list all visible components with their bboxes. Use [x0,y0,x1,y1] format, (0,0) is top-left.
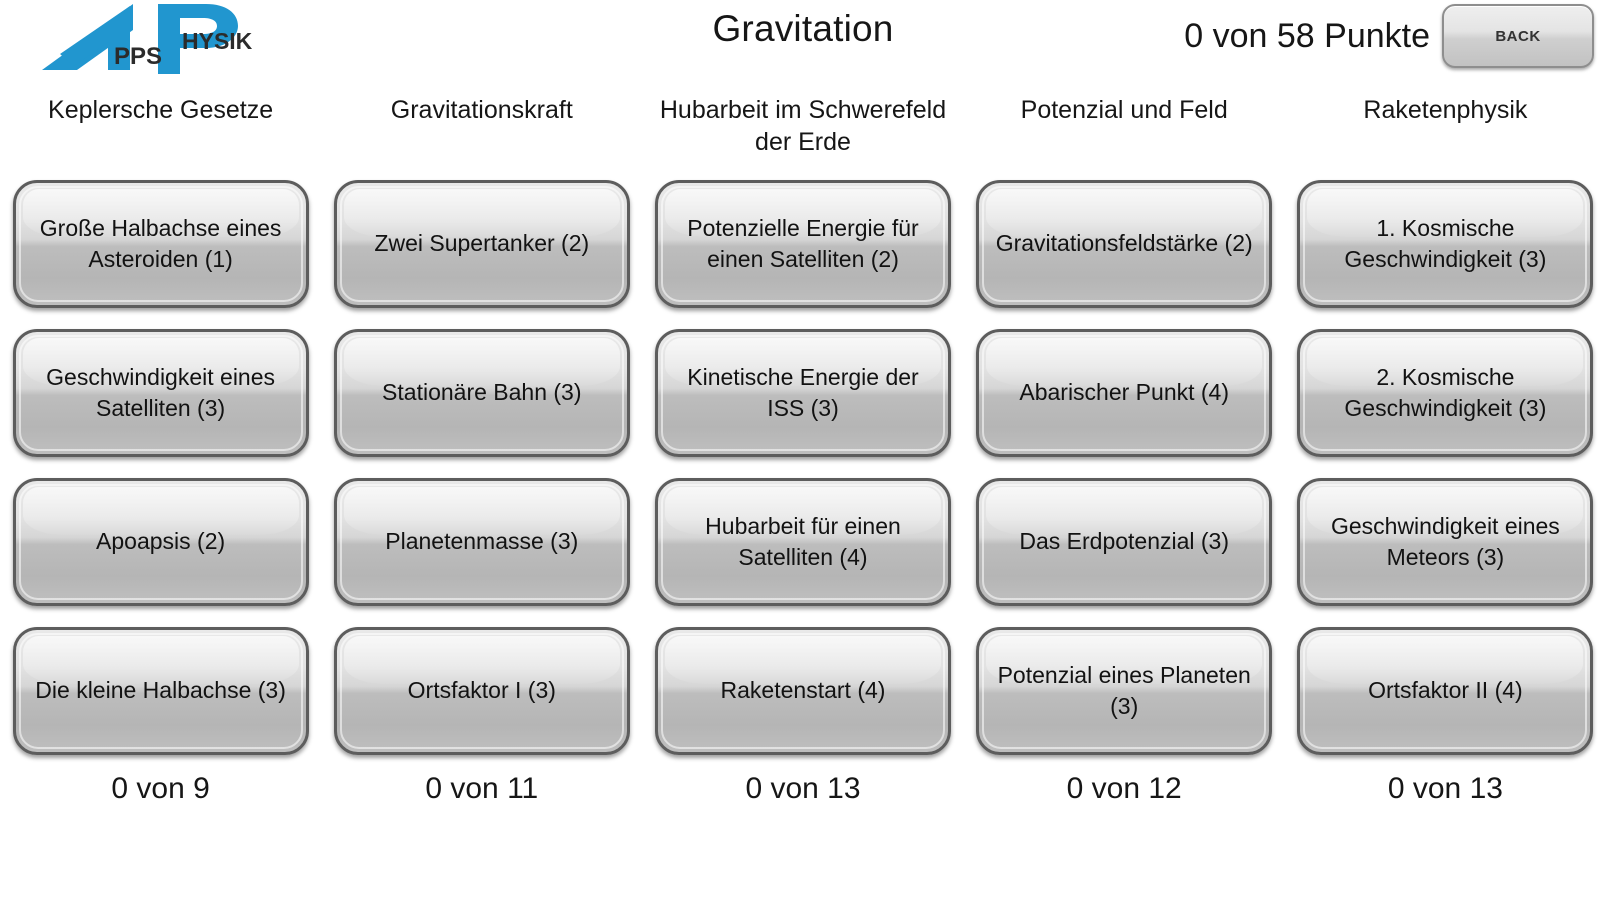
score-area: 0 von 58 Punkte BACK [1184,4,1594,68]
column-header: Potenzial und Feld [1020,96,1228,124]
topic-button[interactable]: Die kleine Halbachse (3) [12,627,309,755]
topic-label: Stationäre Bahn (3) [382,379,582,406]
topic-label: Geschwindigkeit eines Satelliten (3) [46,363,276,421]
topic-label: Potenzielle Energie für einen Satelliten… [687,214,919,272]
column-hubarbeit-im-schwerefeld-der-erde: Hubarbeit im Schwerefeld der Erde Potenz… [642,78,963,806]
topic-button[interactable]: Geschwindigkeit eines Satelliten (3) [12,329,309,457]
back-button[interactable]: BACK [1442,4,1594,68]
column-header: Raketenphysik [1363,96,1528,124]
topic-button[interactable]: Zwei Supertanker (2) [333,180,630,308]
column-header: Keplersche Gesetze [48,96,274,124]
topic-label: Geschwindigkeit eines Meteors (3) [1330,512,1560,570]
points-status: 0 von 58 Punkte [1184,16,1430,55]
topic-label: 2. Kosmische Geschwindigkeit (3) [1344,363,1547,421]
column-potenzial-und-feld: Potenzial und Feld Gravitationsfeldstärk… [964,78,1285,806]
topic-button[interactable]: Große Halbachse eines Asteroiden (1) [12,180,309,308]
topic-button[interactable]: Planetenmasse (3) [333,478,630,606]
topic-button[interactable]: Kinetische Energie der ISS (3) [654,329,951,457]
topic-label: Kinetische Energie der ISS (3) [687,363,919,421]
column-header: Gravitationskraft [390,96,573,124]
topic-label: Gravitationsfeldstärke (2) [995,230,1253,257]
topic-list: Potenzielle Energie für einen Satelliten… [642,162,963,755]
topic-grid: Keplersche Gesetze Große Halbachse eines… [0,78,1606,806]
column-keplersche-gesetze: Keplersche Gesetze Große Halbachse eines… [0,78,321,806]
topic-label: Die kleine Halbachse (3) [35,677,286,704]
topic-label: Zwei Supertanker (2) [374,230,590,257]
topic-list: 1. Kosmische Geschwindigkeit (3) 2. Kosm… [1285,162,1606,755]
topic-button[interactable]: Raketenstart (4) [654,627,951,755]
column-header: Hubarbeit im Schwerefeld der Erde [659,96,947,156]
topic-button[interactable]: Potenzielle Energie für einen Satelliten… [654,180,951,308]
column-score: 0 von 13 [1387,772,1503,805]
topic-button[interactable]: Stationäre Bahn (3) [333,329,630,457]
topic-label: Ortsfaktor I (3) [407,677,556,704]
topic-label: Hubarbeit für einen Satelliten (4) [705,512,901,570]
topic-label: Potenzial eines Planeten (3) [997,661,1251,719]
topic-label: Ortsfaktor II (4) [1368,677,1523,704]
topic-label: Raketenstart (4) [720,677,886,704]
column-raketenphysik: Raketenphysik 1. Kosmische Geschwindigke… [1285,78,1606,806]
topic-button[interactable]: Gravitationsfeldstärke (2) [976,180,1273,308]
topic-label: Apoapsis (2) [96,528,226,555]
column-gravitationskraft: Gravitationskraft Zwei Supertanker (2) S… [321,78,642,806]
topic-label: Abarischer Punkt (4) [1019,379,1229,406]
column-score: 0 von 12 [1066,772,1182,805]
topic-button[interactable]: Potenzial eines Planeten (3) [976,627,1273,755]
topic-button[interactable]: 1. Kosmische Geschwindigkeit (3) [1297,180,1594,308]
topic-label: Planetenmasse (3) [385,528,579,555]
app-header: PPS HYSIK Gravitation 0 von 58 Punkte BA… [0,0,1606,78]
back-button-label: BACK [1495,27,1541,45]
column-score: 0 von 9 [111,772,210,805]
topic-button[interactable]: Abarischer Punkt (4) [976,329,1273,457]
topic-button[interactable]: 2. Kosmische Geschwindigkeit (3) [1297,329,1594,457]
topic-button[interactable]: Hubarbeit für einen Satelliten (4) [654,478,951,606]
topic-label: Das Erdpotenzial (3) [1019,528,1230,555]
topic-button[interactable]: Das Erdpotenzial (3) [976,478,1273,606]
topic-label: Große Halbachse eines Asteroiden (1) [39,214,282,272]
topic-button[interactable]: Ortsfaktor I (3) [333,627,630,755]
column-score: 0 von 13 [745,772,861,805]
topic-list: Gravitationsfeldstärke (2) Abarischer Pu… [964,162,1285,755]
column-score: 0 von 11 [425,772,539,805]
topic-list: Zwei Supertanker (2) Stationäre Bahn (3)… [321,162,642,755]
topic-button[interactable]: Apoapsis (2) [12,478,309,606]
svg-text:HYSIK: HYSIK [182,28,253,54]
topic-label: 1. Kosmische Geschwindigkeit (3) [1344,214,1547,272]
topic-list: Große Halbachse eines Asteroiden (1) Ges… [0,162,321,755]
apps-physik-logo: PPS HYSIK [30,2,280,74]
topic-button[interactable]: Geschwindigkeit eines Meteors (3) [1297,478,1594,606]
page-title: Gravitation [712,8,894,49]
svg-text:PPS: PPS [114,43,162,70]
topic-button[interactable]: Ortsfaktor II (4) [1297,627,1594,755]
